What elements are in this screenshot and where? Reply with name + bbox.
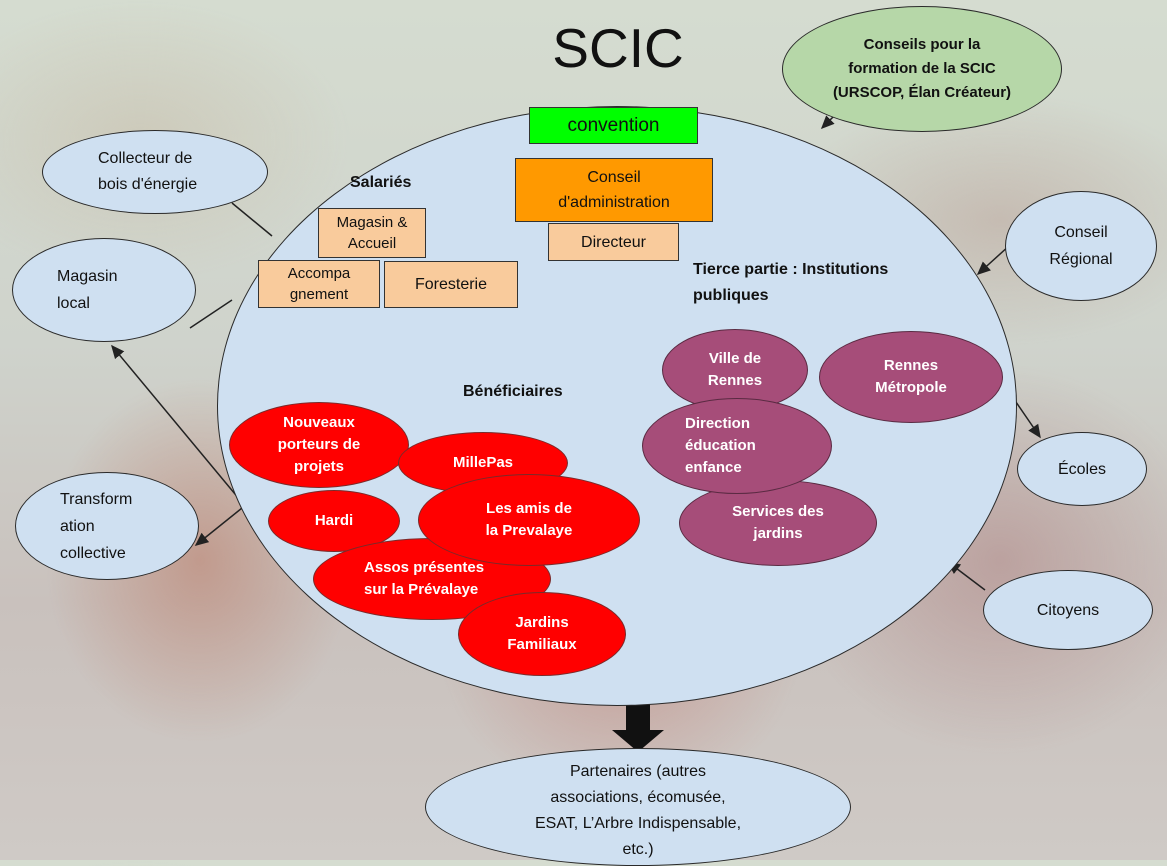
rennes-metropole-ellipse: Rennes Métropole xyxy=(819,331,1003,423)
transformation-label: Transform ation collective xyxy=(60,490,133,562)
transformation-ellipse: Transform ation collective xyxy=(15,472,199,580)
accompagnement-box: Accompa gnement xyxy=(258,260,380,308)
arrow-to-partenaires xyxy=(612,704,664,752)
citoyens-ellipse: Citoyens xyxy=(983,570,1153,650)
tierce-heading: Tierce partie : Institutions publiques xyxy=(693,261,889,304)
conseil-regional-label: Conseil Régional xyxy=(1049,224,1113,268)
advisors-ellipse: Conseils pour la formation de la SCIC (U… xyxy=(782,6,1062,132)
collecteur-ellipse: Collecteur de bois d'énergie xyxy=(42,130,268,214)
conseil-administration-box: Conseil d'administration xyxy=(515,158,713,222)
arrow-to-ecoles xyxy=(1015,401,1041,439)
conseil-regional-ellipse: Conseil Régional xyxy=(1005,191,1157,301)
nouveaux-porteurs-label: Nouveaux porteurs de projets xyxy=(277,414,361,475)
arrow-to-magasin-local xyxy=(111,344,241,501)
amis-prevalaye-ellipse: Les amis de la Prevalaye xyxy=(418,474,640,566)
collecteur-label: Collecteur de bois d'énergie xyxy=(98,150,198,193)
page-title: SCIC xyxy=(552,17,684,79)
rennes-metropole-label: Rennes Métropole xyxy=(875,357,947,396)
ville-rennes-label: Ville de Rennes xyxy=(707,350,763,389)
foresterie-box: Foresterie xyxy=(384,261,518,308)
amis-prevalaye-label: Les amis de la Prevalaye xyxy=(485,500,573,539)
services-jardins-label: Services des jardins xyxy=(732,503,824,542)
arrow-to-transformation xyxy=(194,507,243,546)
jardins-familiaux-ellipse: Jardins Familiaux xyxy=(458,592,626,676)
salaries-heading: Salariés xyxy=(350,174,412,191)
magasin-accueil-label: Magasin & Accueil xyxy=(336,214,408,252)
ecoles-ellipse: Écoles xyxy=(1017,432,1147,506)
conseil-administration-label: Conseil d'administration xyxy=(558,169,670,211)
arrow-conseil-regional xyxy=(976,244,1011,276)
advisors-label: Conseils pour la formation de la SCIC (U… xyxy=(832,36,1012,101)
assos-prevalaye-label: Assos présentes sur la Prévalaye xyxy=(364,559,485,598)
connector-magasin-local xyxy=(189,299,233,329)
partenaires-ellipse: Partenaires (autres associations, écomus… xyxy=(425,748,851,866)
directeur-box: Directeur xyxy=(548,223,679,261)
hardi-ellipse: Hardi xyxy=(268,490,400,552)
accompagnement-label: Accompa gnement xyxy=(287,265,351,303)
services-jardins-ellipse: Services des jardins xyxy=(679,480,877,566)
beneficiaires-heading: Bénéficiaires xyxy=(463,383,563,400)
magasin-accueil-box: Magasin & Accueil xyxy=(318,208,426,258)
direction-education-ellipse: Direction éducation enfance xyxy=(642,398,832,494)
magasin-local-label: Magasin local xyxy=(57,268,118,312)
connector-collecteur xyxy=(231,202,273,237)
convention-box: convention xyxy=(529,107,698,144)
direction-education-label: Direction éducation enfance xyxy=(685,415,756,476)
partenaires-label: Partenaires (autres associations, écomus… xyxy=(534,763,742,858)
jardins-familiaux-label: Jardins Familiaux xyxy=(507,614,577,653)
magasin-local-ellipse: Magasin local xyxy=(12,238,196,342)
nouveaux-porteurs-ellipse: Nouveaux porteurs de projets xyxy=(229,402,409,488)
ville-rennes-ellipse: Ville de Rennes xyxy=(662,329,808,411)
